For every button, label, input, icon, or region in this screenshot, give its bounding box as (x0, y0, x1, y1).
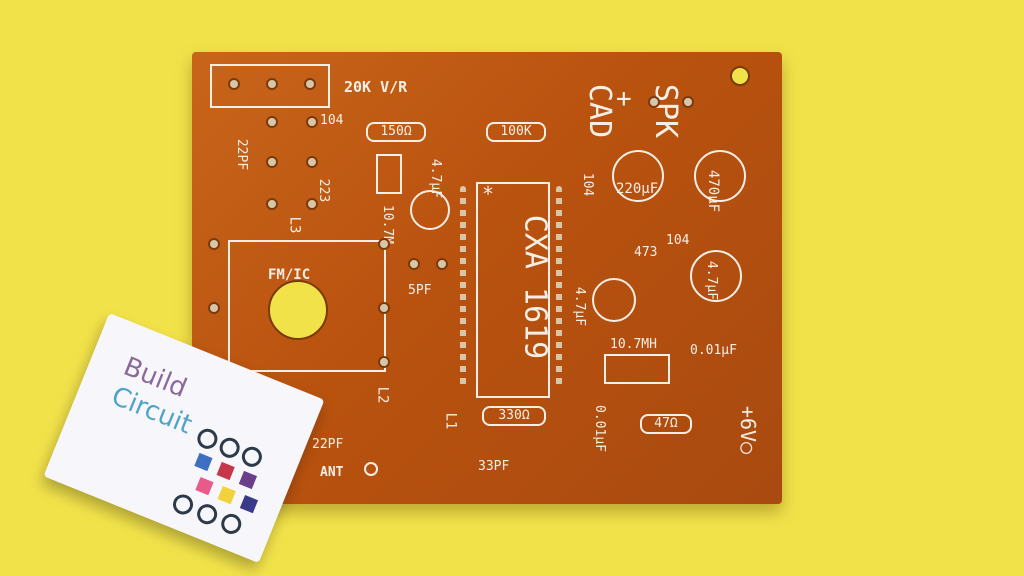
circuit-node-icon (194, 501, 221, 528)
pad (682, 96, 694, 108)
filter-footprint (604, 354, 670, 384)
cap-4-7uf-c: 4.7μF (704, 260, 720, 301)
pad (208, 302, 220, 314)
coil-l2: L2 (374, 386, 391, 404)
pad (266, 156, 278, 168)
pad (648, 96, 660, 108)
ic-pin1-marker: * (482, 182, 495, 206)
circuit-node-icon (218, 510, 245, 537)
circuit-square-icon (239, 495, 259, 514)
pad (378, 356, 390, 368)
cap-22pf-top: 22PF (234, 138, 250, 171)
resistor-100k: 100K (486, 122, 546, 142)
cap-220uf: 220μF (616, 181, 659, 197)
cap-104-top: 104 (320, 113, 344, 128)
fm-ic-label: FM/IC (268, 267, 311, 283)
filter-10-7mh: 10.7MH (610, 337, 657, 352)
resistor-330: 330Ω (482, 406, 546, 426)
coil-l1: L1 (442, 412, 459, 430)
ant-label: ANT (320, 465, 344, 480)
ic-label: CXA 1619 (517, 214, 553, 360)
potentiometer-footprint (210, 64, 330, 108)
cap-473: 473 (634, 245, 658, 260)
crystal-footprint (376, 154, 402, 194)
pad (304, 78, 316, 90)
cad-label: CAD (582, 83, 618, 139)
resistor-150: 150Ω (366, 122, 426, 142)
cap-4-7uf-b: 4.7μF (572, 286, 588, 327)
circuit-square-icon (217, 486, 236, 505)
ic-pad-column-left (460, 186, 466, 386)
cap-470uf-outline (694, 150, 746, 202)
cap-33pf: 33PF (478, 459, 510, 474)
tuner-hole (268, 280, 328, 340)
pad (208, 238, 220, 250)
power-label: +6V○ (736, 405, 761, 455)
ant-pad (364, 462, 378, 476)
circuit-square-icon (216, 461, 235, 481)
pad (378, 302, 390, 314)
cap-4-7uf-c-outline (690, 250, 742, 302)
cap-470uf: 470μF (705, 169, 722, 213)
resistor-47: 47Ω (640, 414, 692, 434)
pot-label: 20K V/R (344, 78, 408, 96)
pad (378, 238, 390, 250)
pad (436, 258, 448, 270)
circuit-node-icon (194, 425, 221, 452)
pad (306, 156, 318, 168)
cap-104-right: 104 (666, 233, 690, 248)
coil-l3: L3 (286, 216, 303, 234)
pad (306, 198, 318, 210)
pad (408, 258, 420, 270)
circuit-square-icon (238, 470, 258, 490)
plus-sign: + (616, 84, 632, 114)
circuit-square-icon (195, 477, 214, 496)
spk-label: SPK (648, 83, 684, 139)
cap-5pf: 5PF (408, 283, 432, 298)
cap-22pf-bottom: 22PF (312, 437, 344, 452)
cap-4-7uf-a-outline (410, 190, 450, 230)
circuit-node-icon (216, 434, 243, 461)
pad (306, 116, 318, 128)
ic-outline (476, 182, 550, 398)
cap-4-7uf-b-outline (592, 278, 636, 322)
mounting-hole (730, 66, 750, 86)
circuit-node-icon (238, 443, 265, 470)
pad (266, 116, 278, 128)
cap-220uf-outline (612, 150, 664, 202)
circuit-node-icon (170, 491, 197, 518)
pad (266, 78, 278, 90)
pad (228, 78, 240, 90)
cap-104-mid: 104 (580, 172, 596, 197)
pad (266, 198, 278, 210)
cap-0-01uf-mid: 0.01μF (591, 405, 607, 452)
cap-0-01uf-right: 0.01μF (690, 343, 737, 358)
cap-223: 223 (316, 178, 332, 203)
circuit-square-icon (194, 452, 213, 472)
ic-pad-column-right (556, 186, 562, 386)
